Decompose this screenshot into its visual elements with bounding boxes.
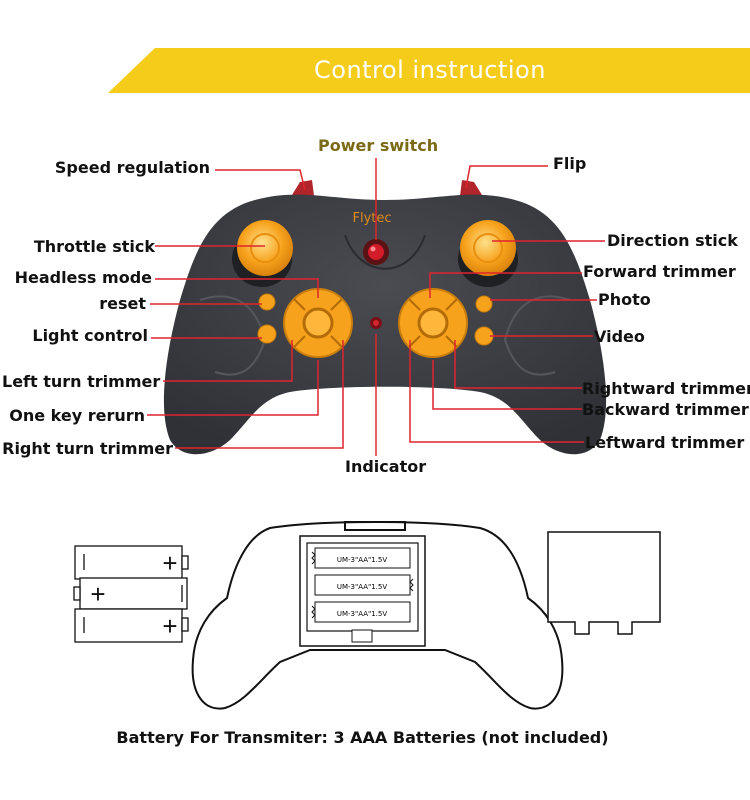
label-photo: Photo <box>598 290 651 309</box>
label-right-turn-trimmer: Right turn trimmer <box>2 439 173 458</box>
label-throttle-stick: Throttle stick <box>33 237 155 256</box>
label-power-switch: Power switch <box>318 136 439 155</box>
brand-logo: Flytec <box>352 211 391 226</box>
label-one-key-return: One key rerurn <box>9 406 145 425</box>
right-dpad <box>398 288 468 358</box>
battery-cover <box>547 531 661 635</box>
label-light-control: Light control <box>32 326 148 345</box>
photo-button <box>475 295 493 313</box>
battery-cell-label-3: UM-3"AA"1.5V <box>337 610 387 618</box>
left-dpad <box>283 288 353 358</box>
label-indicator: Indicator <box>345 457 427 476</box>
title-banner <box>108 48 750 93</box>
light-control-button <box>257 324 277 344</box>
label-video: Video <box>594 327 645 346</box>
label-reset: reset <box>99 294 146 313</box>
battery-compartment: UM-3"AA"1.5V UM-3"AA"1.5V UM-3"AA"1.5V <box>299 535 426 647</box>
label-flip: Flip <box>553 154 587 173</box>
svg-text:+: + <box>162 548 177 578</box>
throttle-stick <box>237 220 293 276</box>
banner-background <box>108 48 750 93</box>
speed-regulation-trigger <box>292 180 314 196</box>
label-rightward-trimmer: Rightward trimmer <box>582 379 750 398</box>
svg-text:+: + <box>90 579 105 609</box>
callout-lines <box>147 158 605 456</box>
svg-text:+: + <box>162 611 177 641</box>
label-forward-trimmer: Forward trimmer <box>583 262 736 281</box>
banner-title: Control instruction <box>314 56 546 84</box>
label-headless-mode: Headless mode <box>14 268 152 287</box>
label-leftward-trimmer: Leftward trimmer <box>585 433 745 452</box>
battery-cell-label-1: UM-3"AA"1.5V <box>337 556 387 564</box>
battery-caption: Battery For Transmiter: 3 AAA Batteries … <box>116 728 609 747</box>
reset-button <box>258 293 276 311</box>
label-direction-stick: Direction stick <box>607 231 738 250</box>
controller-back-outline <box>191 521 564 710</box>
direction-stick <box>460 220 516 276</box>
batteries-loose: + + + <box>73 545 189 643</box>
battery-cell-label-2: UM-3"AA"1.5V <box>337 583 387 591</box>
label-speed-regulation: Speed regulation <box>54 158 210 177</box>
label-left-turn-trimmer: Left turn trimmer <box>2 372 161 391</box>
label-backward-trimmer: Backward trimmer <box>582 400 749 419</box>
flip-trigger <box>460 180 482 196</box>
